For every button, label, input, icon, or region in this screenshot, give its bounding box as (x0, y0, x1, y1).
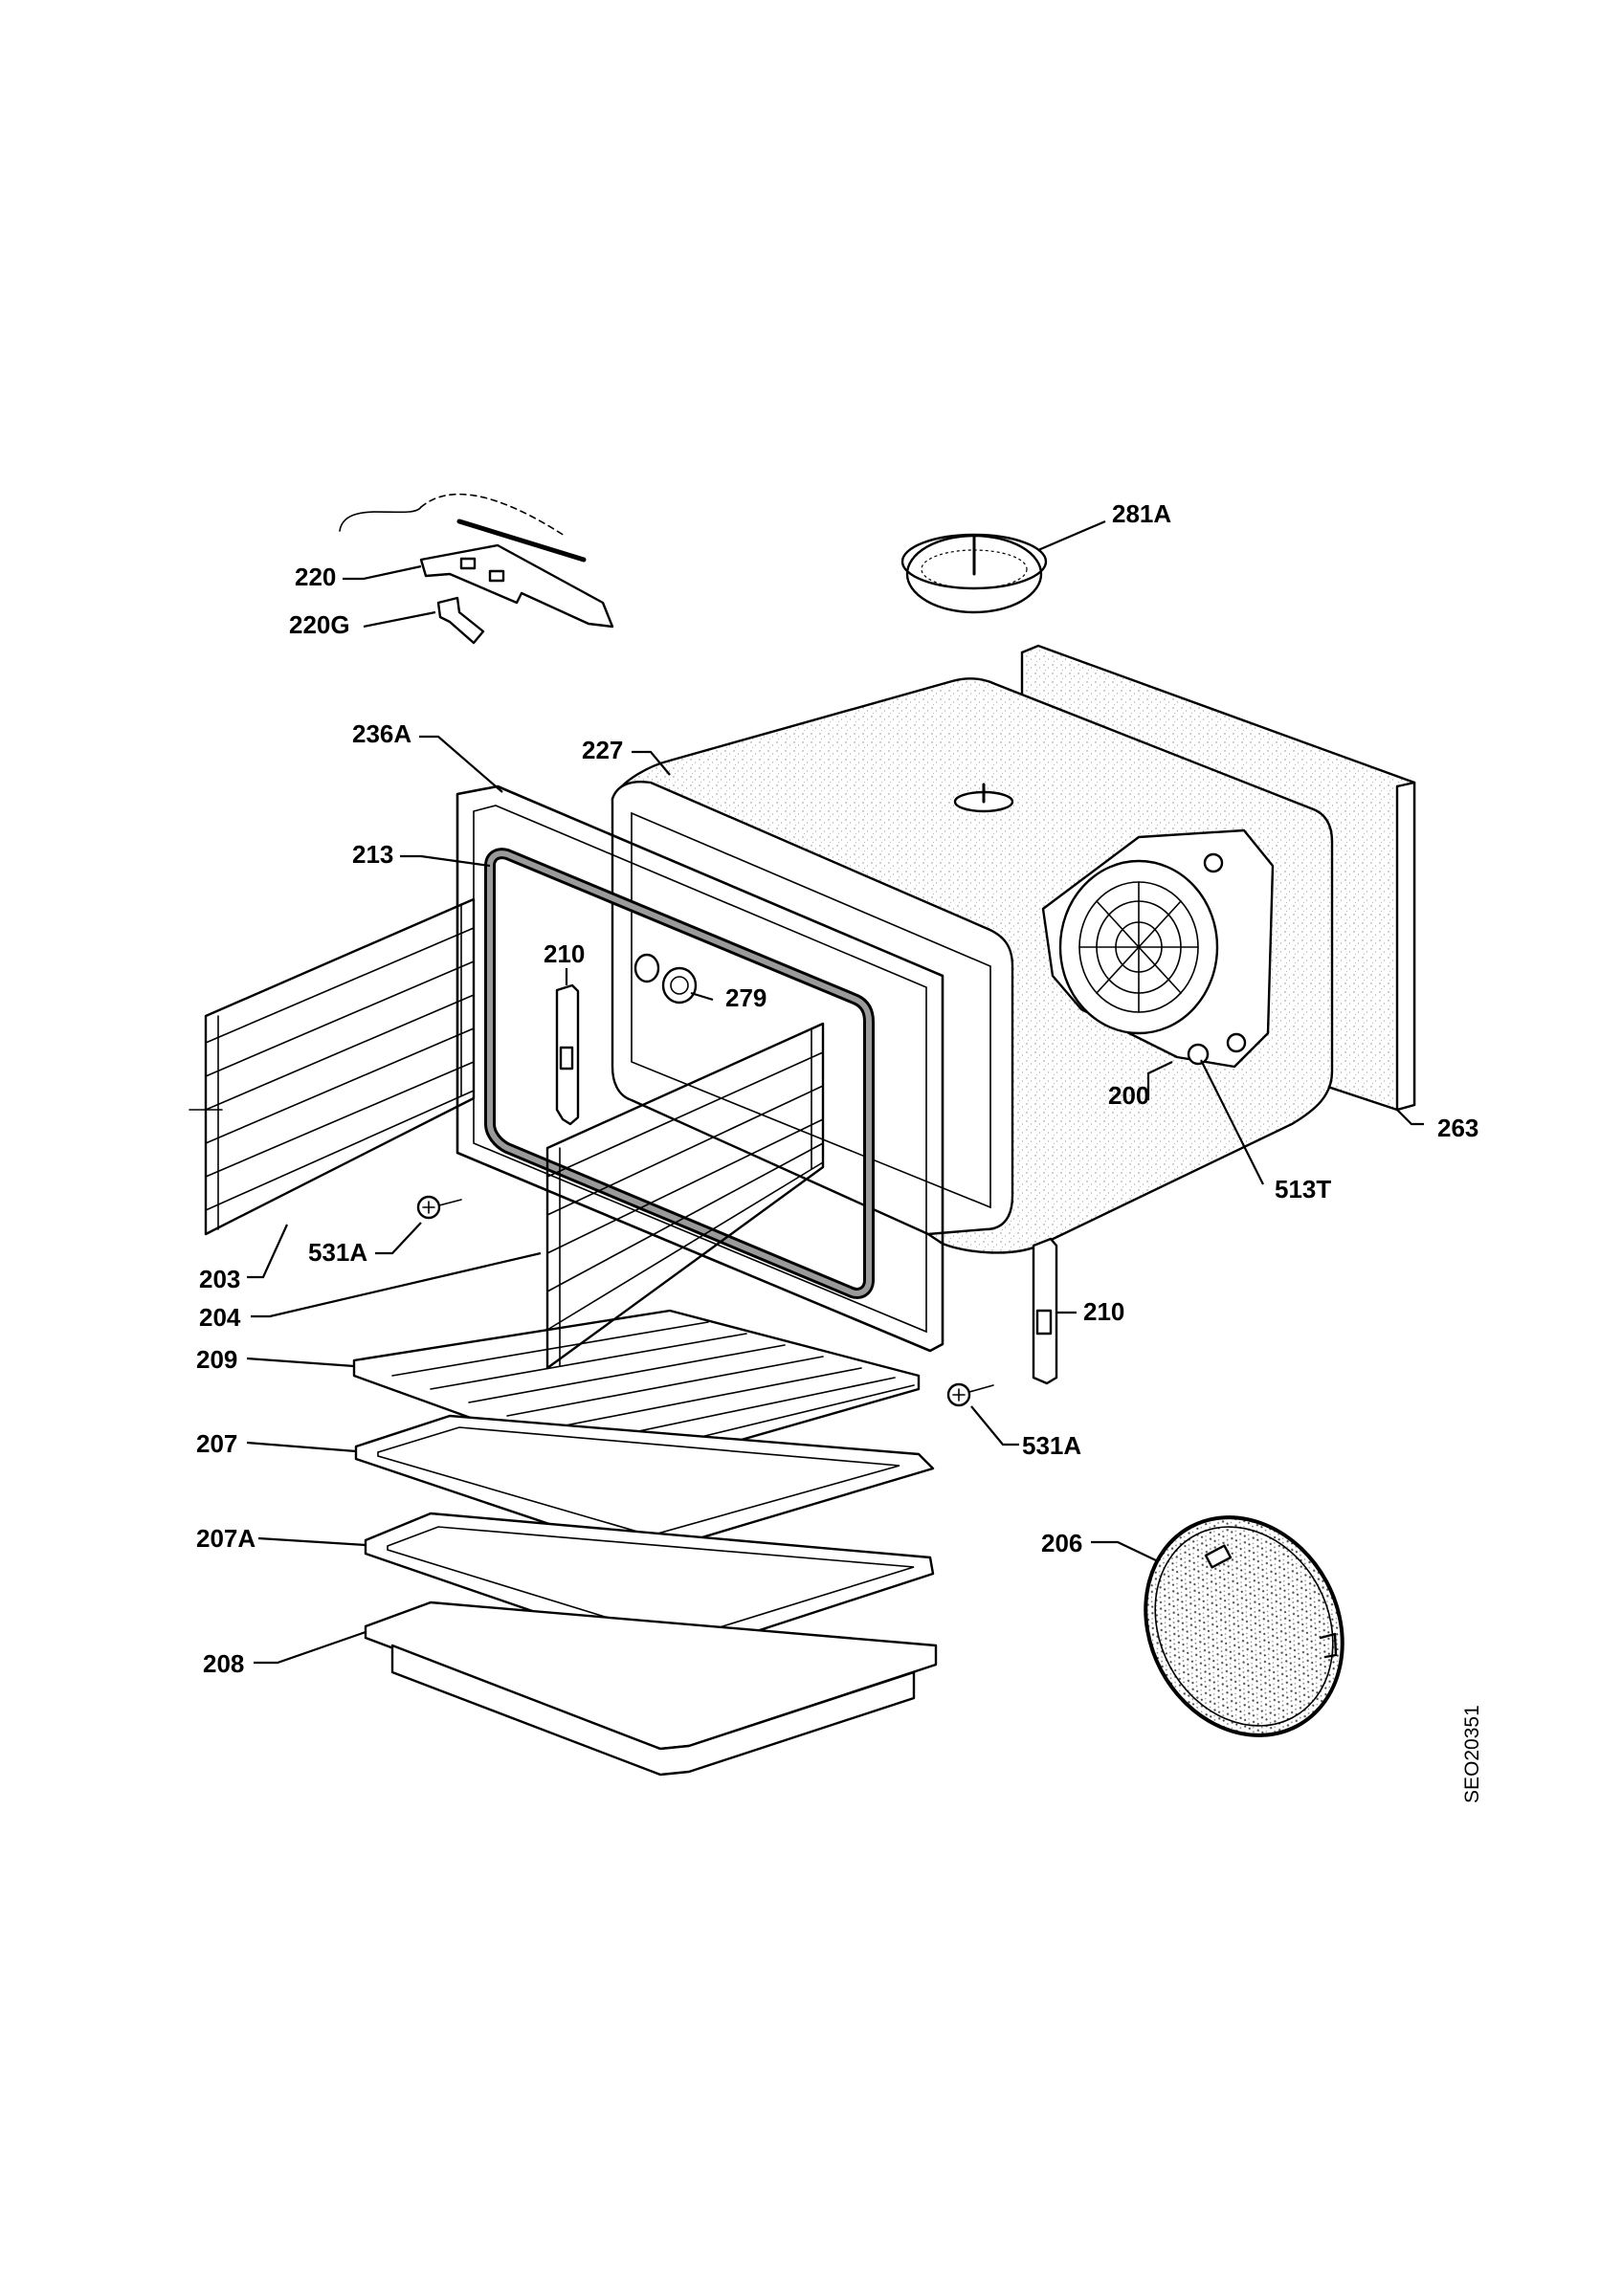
callout-206: 206 (1041, 1529, 1082, 1557)
callout-207A: 207A (196, 1524, 256, 1553)
callout-531A-left: 531A (308, 1238, 367, 1267)
callout-263: 263 (1437, 1114, 1478, 1142)
fan-cover-part (900, 533, 1048, 614)
callout-279: 279 (725, 983, 767, 1012)
callout-513T: 513T (1275, 1175, 1331, 1203)
callout-210-lower: 210 (1083, 1297, 1124, 1326)
callout-203: 203 (199, 1265, 240, 1293)
probe-clip-part (436, 596, 485, 645)
callout-204: 204 (199, 1303, 241, 1332)
callout-220G: 220G (289, 610, 350, 639)
callout-281A: 281A (1112, 499, 1171, 528)
oven-cavity-part (611, 677, 1334, 1254)
callout-531A-right: 531A (1022, 1431, 1081, 1460)
door-seal-part (484, 848, 875, 1299)
screw-part-fan (1187, 1043, 1210, 1066)
side-rack-left-part (189, 897, 476, 1236)
callout-236A: 236A (352, 719, 411, 748)
callout-208: 208 (203, 1649, 244, 1678)
deep-pan-part (364, 1601, 938, 1777)
shallow-tray-part (354, 1414, 935, 1554)
callout-210-upper: 210 (544, 939, 585, 968)
screw-part-right (946, 1382, 994, 1407)
leader-lines (246, 519, 1424, 1665)
side-rack-right-part (545, 1022, 825, 1370)
callout-200: 200 (1108, 1081, 1149, 1110)
grease-filter-part (1144, 1515, 1344, 1737)
callout-213: 213 (352, 840, 393, 869)
drawing-code: SEO20351 (1461, 1705, 1483, 1803)
callout-207: 207 (196, 1429, 237, 1458)
probe-bracket-part (339, 493, 614, 629)
shelf-support-right-part (1032, 1237, 1058, 1385)
callout-220: 220 (295, 563, 336, 591)
screw-part-left (416, 1195, 462, 1220)
lamp-cover-part (633, 953, 698, 1004)
callout-227: 227 (582, 736, 623, 764)
shelf-support-left-part (555, 983, 580, 1126)
callout-209: 209 (196, 1345, 237, 1374)
flat-tray-part (364, 1512, 935, 1657)
